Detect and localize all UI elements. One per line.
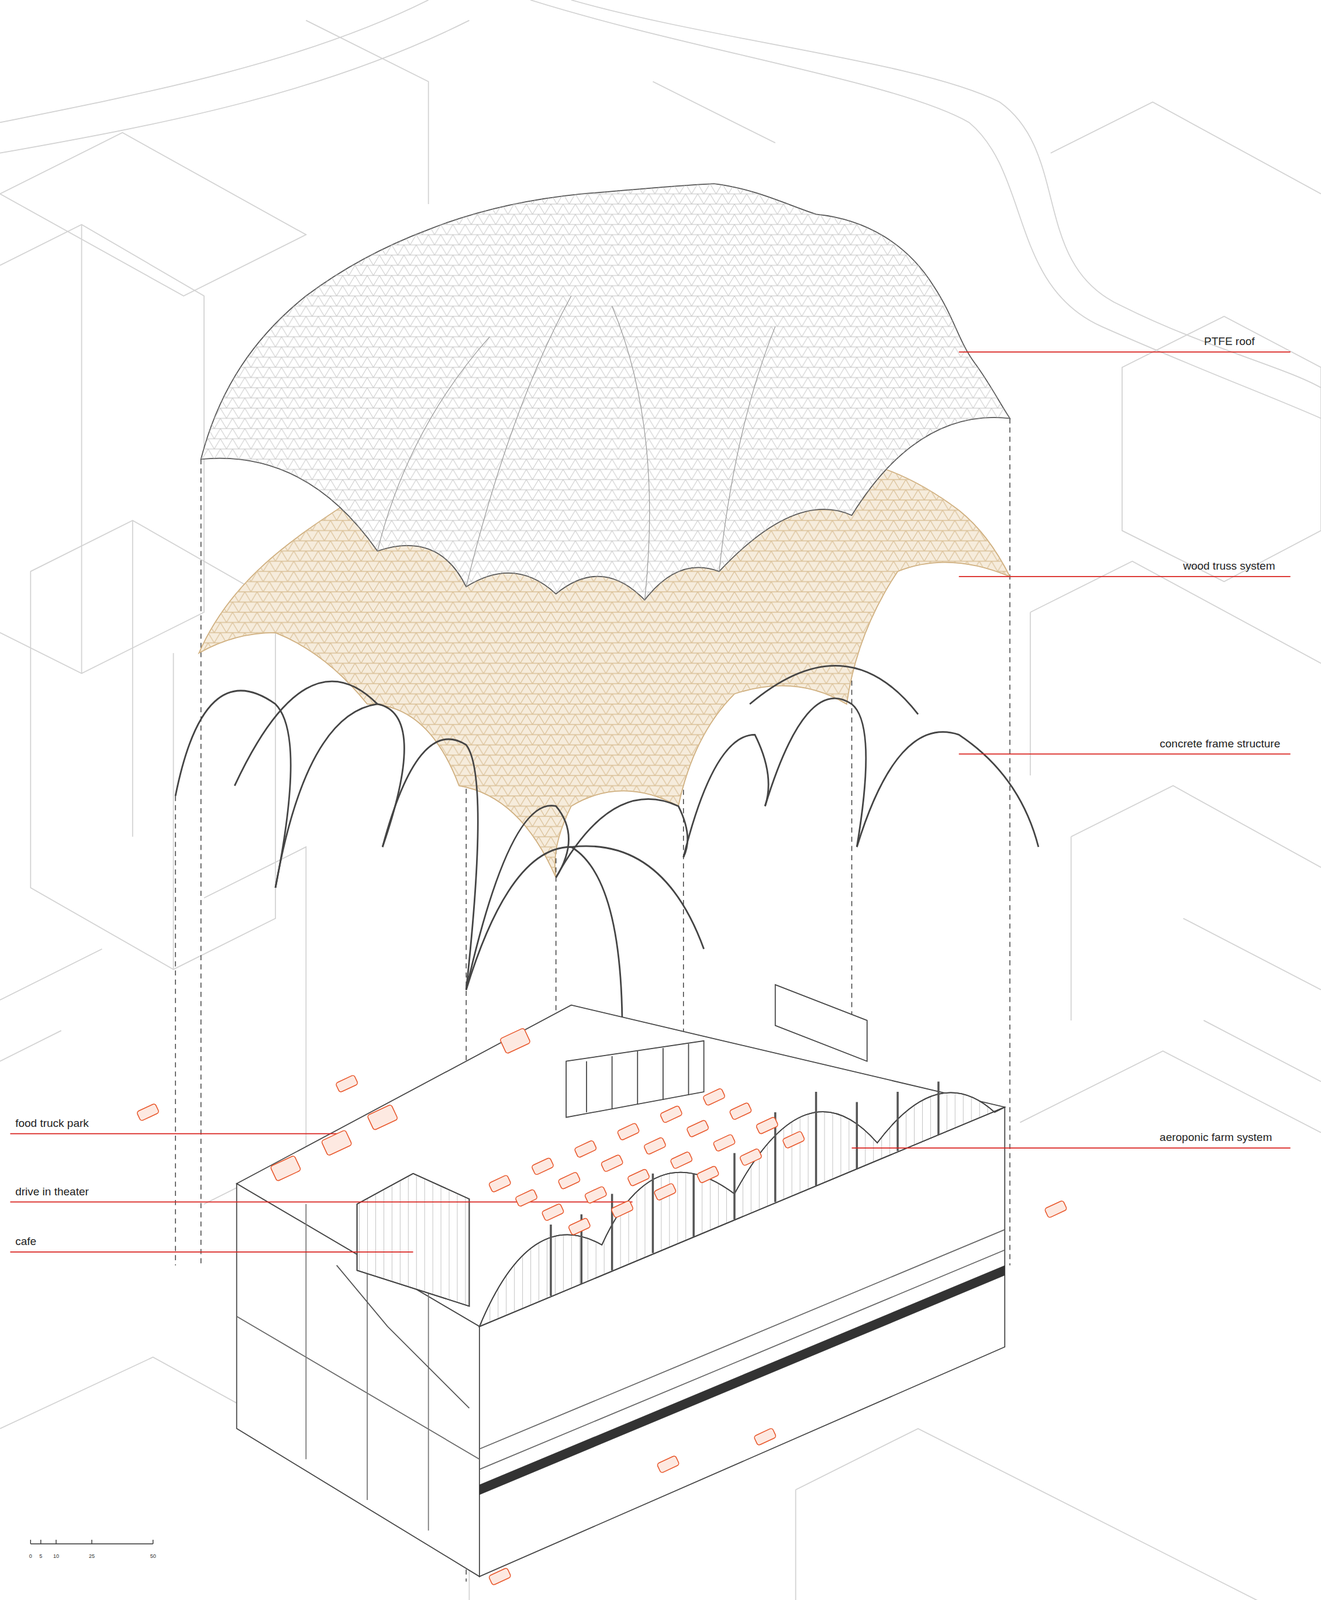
car-icon xyxy=(574,1139,598,1158)
car-icon xyxy=(367,1104,399,1130)
car-icon xyxy=(659,1105,683,1124)
car-icon xyxy=(270,1155,302,1182)
car-icon xyxy=(541,1203,565,1222)
car-icon xyxy=(488,1567,512,1586)
car-icon xyxy=(136,1103,160,1122)
car-icon xyxy=(335,1074,359,1093)
callout-label: food truck park xyxy=(15,1116,89,1131)
callout-label: aeroponic farm system xyxy=(1159,1130,1272,1145)
car-icon xyxy=(739,1147,762,1167)
car-icon xyxy=(611,1199,634,1219)
callout-label: PTFE roof xyxy=(1204,335,1255,349)
scale-bar xyxy=(30,1539,153,1544)
car-icon xyxy=(1044,1199,1068,1219)
car-icon xyxy=(696,1165,720,1184)
scale-number: 5 xyxy=(39,1553,43,1560)
car-icon xyxy=(643,1136,667,1155)
car-icon xyxy=(321,1129,353,1156)
car-icon xyxy=(488,1174,512,1193)
base-building xyxy=(236,984,1006,1577)
car-icon xyxy=(515,1188,538,1207)
callout-label: drive in theater xyxy=(15,1185,89,1199)
scale-number: 0 xyxy=(29,1553,33,1560)
car-icon xyxy=(584,1185,607,1205)
roof-folds xyxy=(377,295,775,600)
car-icon xyxy=(499,1028,531,1054)
car-icon xyxy=(600,1154,624,1173)
car-icon xyxy=(626,1168,650,1187)
car-icon xyxy=(686,1119,710,1138)
leader-lines xyxy=(9,352,1291,1252)
car-icon xyxy=(712,1133,736,1153)
greenhouse xyxy=(479,1081,1005,1327)
scale-number: 50 xyxy=(150,1553,157,1560)
car-icon xyxy=(753,1428,777,1447)
car-icon xyxy=(702,1087,726,1106)
callout-label: concrete frame structure xyxy=(1159,737,1281,751)
scale-number: 25 xyxy=(88,1553,95,1560)
concrete-frame xyxy=(175,665,1039,1031)
car-icon xyxy=(531,1157,555,1176)
vehicles xyxy=(136,1028,1068,1586)
callout-label: cafe xyxy=(15,1235,37,1249)
car-icon xyxy=(567,1217,591,1236)
car-icon xyxy=(755,1116,779,1135)
car-icon xyxy=(653,1182,677,1202)
car-icon xyxy=(670,1151,693,1170)
car-icon xyxy=(782,1130,806,1150)
ptfe-roof xyxy=(201,183,1010,600)
ptfe-roof-mesh xyxy=(201,183,1010,600)
callout-label: wood truss system xyxy=(1182,559,1275,574)
cafe-volume xyxy=(357,1173,470,1307)
scale-number: 10 xyxy=(53,1553,60,1560)
car-icon xyxy=(656,1455,680,1474)
projection-lines xyxy=(175,418,1010,1582)
car-icon xyxy=(616,1122,640,1141)
car-icon xyxy=(557,1171,581,1191)
car-icon xyxy=(729,1102,753,1121)
